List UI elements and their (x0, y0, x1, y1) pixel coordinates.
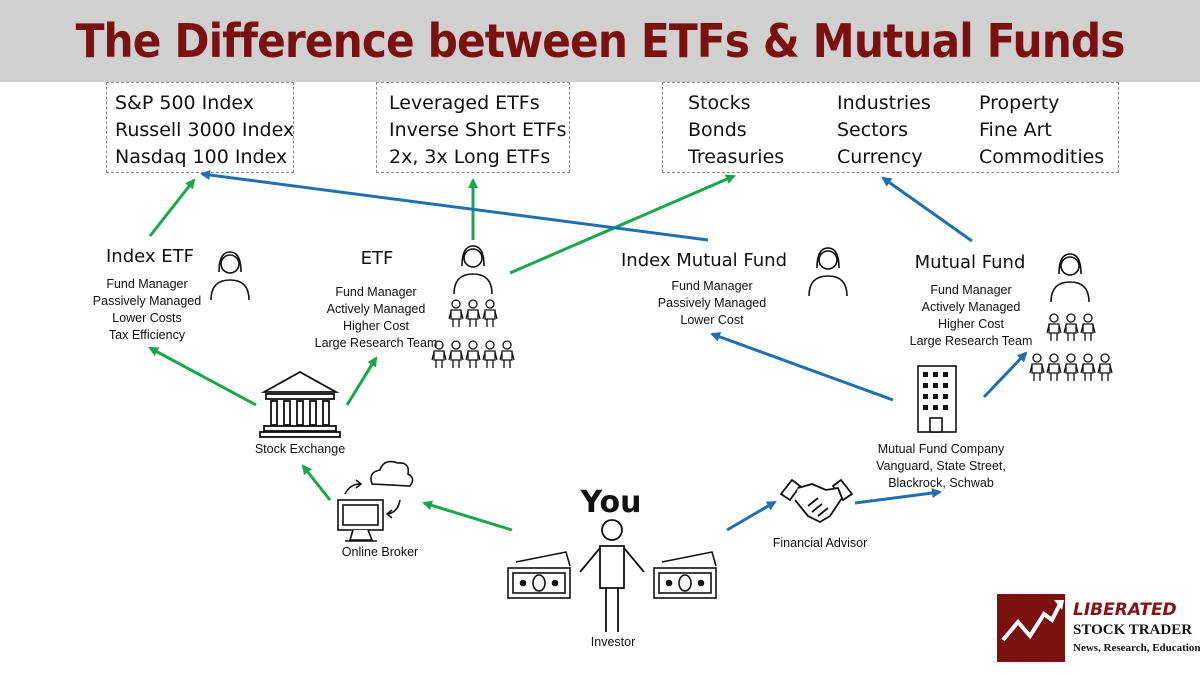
etf-type-item: Leveraged ETFs (389, 92, 540, 114)
mutual-fund-title: Mutual Fund (914, 252, 1026, 273)
online-broker-label: Online Broker (341, 545, 419, 559)
arrow-exchange-to-index-etf (148, 346, 257, 407)
logo-tagline: News, Research, Education (1073, 642, 1200, 654)
arrow-etf-to-assets (509, 174, 736, 275)
investor-icon (579, 519, 645, 632)
asset-item: Bonds (688, 119, 747, 141)
bank-icon (259, 370, 341, 438)
index-item: Nasdaq 100 Index (115, 146, 288, 168)
asset-item: Property (979, 92, 1060, 114)
financial-advisor-label: Financial Advisor (772, 536, 868, 550)
computer-cloud-icon (337, 460, 414, 542)
logo-chart-icon (997, 594, 1065, 662)
indexes-box: S&P 500 Index Russell 3000 Index Nasdaq … (106, 82, 294, 173)
title-bar: The Difference between ETFs & Mutual Fun… (0, 0, 1200, 82)
investor-label: Investor (590, 635, 636, 649)
mutual-fund-company-label: Mutual Fund Company Vanguard, State Stre… (876, 442, 1006, 490)
arrow-index-mf-to-indexes (200, 170, 709, 242)
etf-type-item: 2x, 3x Long ETFs (389, 146, 551, 168)
etf-details: Fund Manager Actively Managed Higher Cos… (314, 285, 438, 350)
page-title: The Difference between ETFs & Mutual Fun… (75, 14, 1126, 68)
you-label: You (580, 485, 642, 520)
arrow-exchange-to-etf (345, 356, 378, 406)
asset-item: Fine Art (979, 119, 1052, 141)
arrow-broker-to-exchange (301, 464, 332, 501)
person-icon (808, 247, 848, 297)
asset-item: Industries (837, 92, 931, 114)
handshake-icon (779, 478, 854, 524)
logo-name-second: STOCK TRADER (1073, 622, 1193, 638)
arrow-company-to-index-mf (710, 332, 894, 402)
arrow-mf-to-assets (881, 176, 973, 243)
money-icon (507, 551, 571, 599)
index-etf-details: Fund Manager Passively Managed Lower Cos… (92, 277, 202, 342)
money-icon (653, 551, 717, 599)
index-item: S&P 500 Index (115, 92, 254, 114)
arrow-company-to-mf (982, 351, 1028, 399)
person-icon (1050, 253, 1090, 303)
asset-item: Sectors (837, 119, 908, 141)
person-icon (210, 251, 250, 301)
arrow-investor-to-broker (422, 500, 513, 532)
asset-item: Currency (837, 146, 923, 168)
assets-box: Stocks Bonds Treasuries Industries Secto… (662, 82, 1119, 173)
stock-exchange-label: Stock Exchange (254, 442, 346, 456)
arrow-advisor-to-company (854, 488, 942, 505)
person-icon (453, 245, 493, 295)
index-etf-title: Index ETF (106, 246, 194, 267)
etf-types-box: Leveraged ETFs Inverse Short ETFs 2x, 3x… (376, 82, 570, 173)
asset-item: Commodities (979, 146, 1105, 168)
arrow-investor-to-advisor (726, 500, 777, 532)
building-icon (917, 365, 957, 433)
index-item: Russell 3000 Index (115, 119, 295, 141)
index-mutual-fund-details: Fund Manager Passively Managed Lower Cos… (657, 279, 767, 327)
index-mutual-fund-title: Index Mutual Fund (620, 250, 788, 271)
etf-type-item: Inverse Short ETFs (389, 119, 567, 141)
asset-item: Stocks (688, 92, 751, 114)
logo-name: LIBERATED (1073, 600, 1177, 620)
etf-title: ETF (360, 248, 394, 269)
team-icon (431, 299, 515, 369)
team-icon (1029, 313, 1113, 382)
arrow-index-etf-to-indexes (148, 178, 196, 237)
mutual-fund-details: Fund Manager Actively Managed Higher Cos… (909, 283, 1033, 348)
asset-item: Treasuries (688, 146, 785, 168)
